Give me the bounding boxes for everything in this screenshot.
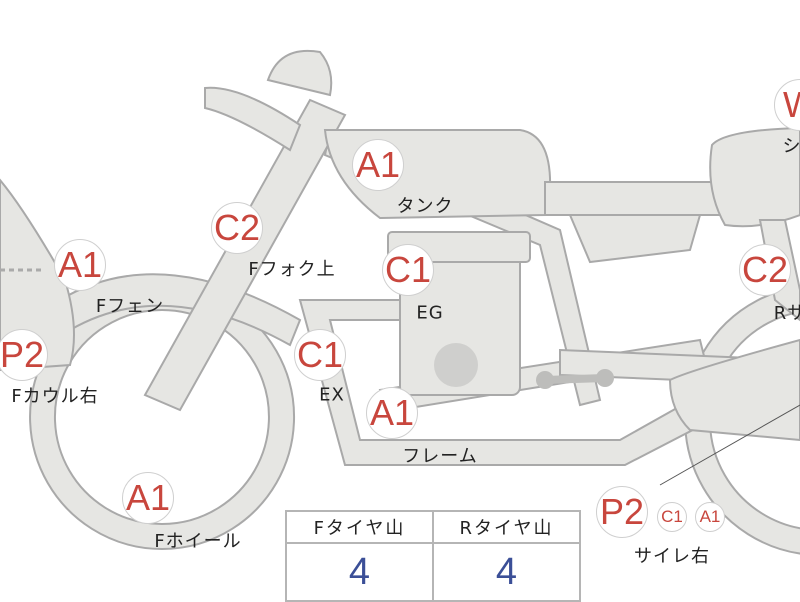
- front-tire-header: Fタイヤ山: [286, 511, 433, 543]
- footrest: [545, 378, 605, 380]
- part-label: EX: [319, 385, 345, 406]
- grade-badge: C1: [657, 502, 687, 532]
- engine-cover: [434, 343, 478, 387]
- grade-badge: A1: [366, 387, 418, 439]
- grade-badge: C1: [382, 244, 434, 296]
- part-label: Fフェン: [96, 292, 164, 318]
- seat: [545, 182, 720, 215]
- grade-badge: A1: [695, 502, 725, 532]
- grade-badge: C1: [294, 329, 346, 381]
- grade-badge: A1: [352, 139, 404, 191]
- part-label: Rサ: [774, 299, 800, 325]
- tire-tread-table: Fタイヤ山 Rタイヤ山 4 4: [285, 510, 581, 602]
- part-label: EG: [416, 303, 443, 324]
- part-label: Fカウル右: [11, 382, 98, 408]
- front-tire-value: 4: [286, 543, 433, 601]
- part-label: フレーム: [402, 442, 477, 468]
- part-label: タンク: [397, 192, 454, 218]
- side-cover: [570, 215, 700, 262]
- grade-badge: P2: [596, 486, 648, 538]
- headlight: [268, 51, 331, 95]
- handlebar: [205, 88, 300, 150]
- part-label: Fホイール: [154, 527, 241, 553]
- rear-tire-value: 4: [433, 543, 580, 601]
- grade-badge: C2: [739, 244, 791, 296]
- grade-badge: P2: [0, 329, 48, 381]
- grade-badge: A1: [122, 472, 174, 524]
- rear-tire-header: Rタイヤ山: [433, 511, 580, 543]
- part-label: サイレ右: [634, 542, 710, 568]
- grade-badge: A1: [54, 239, 106, 291]
- grade-badge: C2: [211, 202, 263, 254]
- part-label: Fフォク上: [248, 255, 335, 281]
- part-label: シ: [783, 132, 800, 158]
